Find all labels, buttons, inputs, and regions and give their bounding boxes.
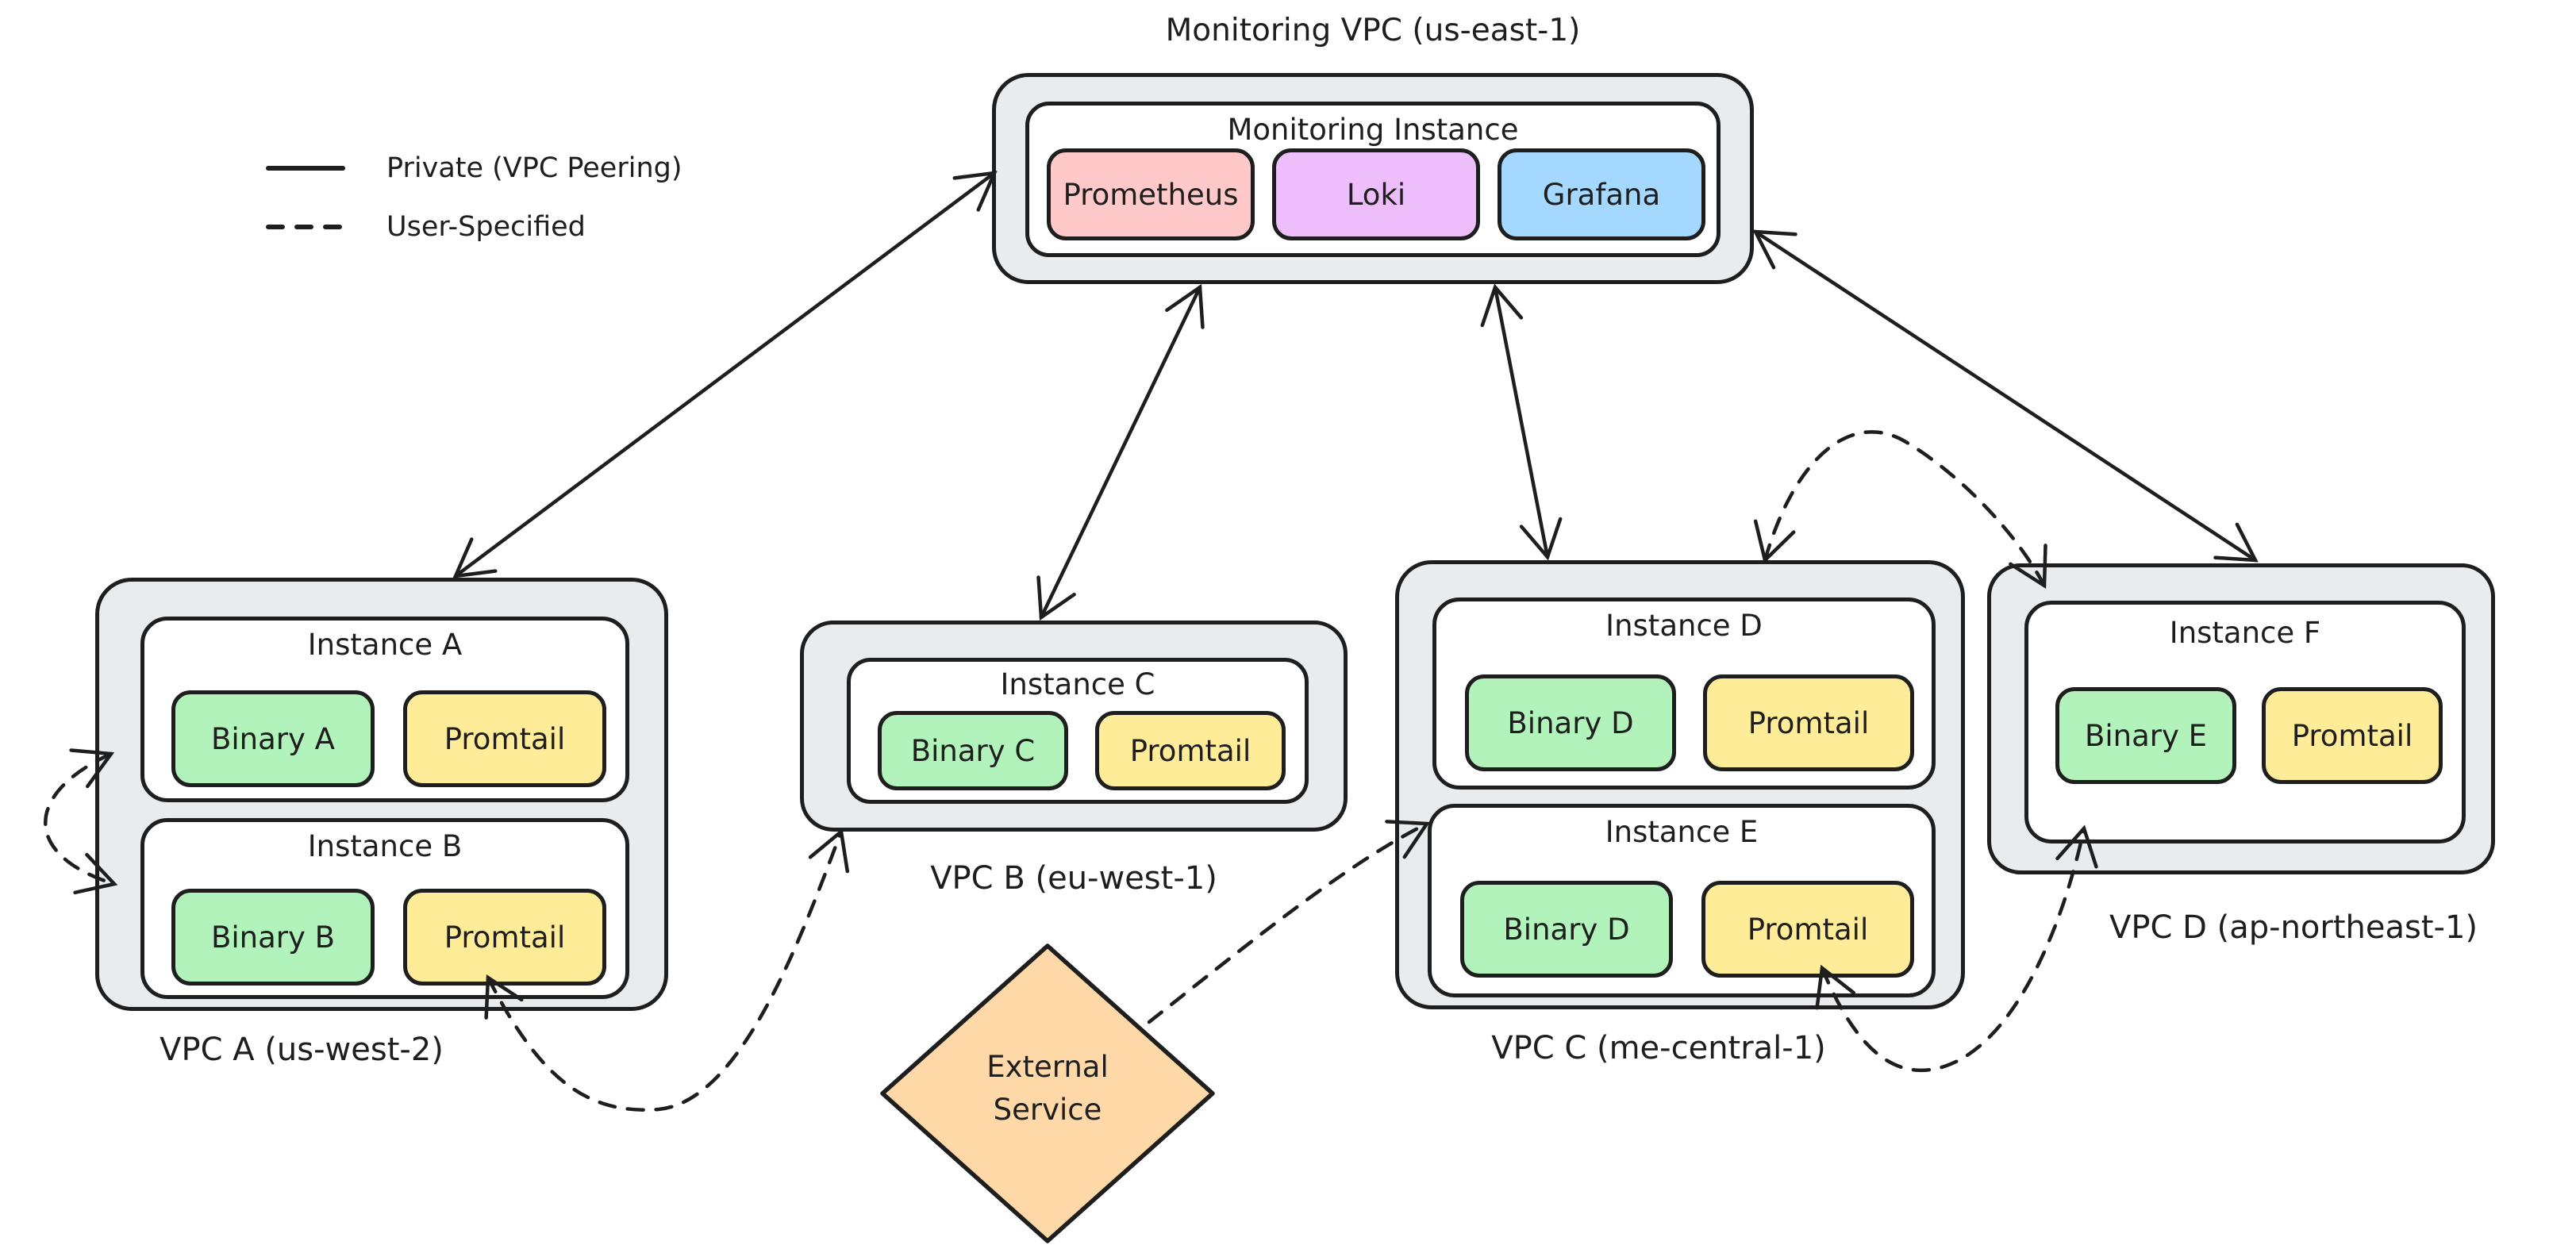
component-grafana-label: Grafana <box>1542 177 1661 212</box>
component-promtail-a: Promtail <box>403 690 606 787</box>
component-promtail-f-label: Promtail <box>2291 718 2413 753</box>
component-binary-d: Binary D <box>1465 674 1676 771</box>
instance-b-label: Instance B <box>307 829 463 863</box>
vpc-d-box: Instance F Binary E Promtail <box>1987 563 2495 874</box>
vpc-a-label: VPC A (us-west-2) <box>160 1032 444 1068</box>
instance-a-box: Instance A Binary A Promtail <box>140 617 629 802</box>
component-binary-b: Binary B <box>171 889 375 986</box>
instance-d-label: Instance D <box>1605 609 1763 643</box>
instance-d-box: Instance D Binary D Promtail <box>1432 598 1936 790</box>
instance-c-label: Instance C <box>1000 667 1155 701</box>
monitoring-instance-box: Monitoring Instance Prometheus Loki Graf… <box>1025 102 1721 257</box>
component-grafana: Grafana <box>1498 148 1705 240</box>
component-prometheus: Prometheus <box>1047 148 1255 240</box>
component-promtail-c: Promtail <box>1095 711 1286 790</box>
component-binary-a: Binary A <box>171 690 375 787</box>
component-binary-b-label: Binary B <box>210 920 336 955</box>
external-service-label-line2: Service <box>993 1093 1102 1127</box>
component-binary-c-label: Binary C <box>910 733 1036 768</box>
dashed-line-icon <box>266 225 345 229</box>
monitoring-vpc-box: Monitoring Instance Prometheus Loki Graf… <box>992 73 1754 284</box>
component-prometheus-label: Prometheus <box>1063 177 1239 212</box>
component-promtail-c-label: Promtail <box>1129 733 1251 768</box>
monitoring-vpc-title: Monitoring VPC (us-east-1) <box>1165 13 1581 48</box>
instance-f-box: Instance F Binary E Promtail <box>2024 601 2466 843</box>
vpc-d-label: VPC D (ap-northeast-1) <box>2109 909 2478 946</box>
component-promtail-f: Promtail <box>2262 687 2443 784</box>
component-loki: Loki <box>1272 148 1480 240</box>
component-binary-d-label: Binary D <box>1507 705 1634 740</box>
component-loki-label: Loki <box>1346 177 1406 212</box>
component-binary-e-slot-label: Binary D <box>1503 912 1630 947</box>
instance-c-box: Instance C Binary C Promtail <box>847 658 1309 804</box>
component-promtail-d-label: Promtail <box>1747 705 1870 740</box>
component-binary-f: Binary E <box>2055 687 2236 784</box>
instance-a-label: Instance A <box>307 628 463 662</box>
component-promtail-d: Promtail <box>1703 674 1914 771</box>
component-binary-a-label: Binary A <box>211 721 335 756</box>
component-binary-e-slot: Binary D <box>1460 881 1673 978</box>
instance-e-label: Instance E <box>1605 815 1759 849</box>
diamond-icon <box>880 943 1215 1243</box>
component-binary-f-label: Binary E <box>2084 718 2208 753</box>
solid-line-icon <box>266 166 345 171</box>
vpc-b-box: Instance C Binary C Promtail <box>800 621 1348 832</box>
component-promtail-a-label: Promtail <box>444 721 566 756</box>
external-service-label-line1: External <box>986 1050 1109 1084</box>
monitoring-instance-label: Monitoring Instance <box>1227 113 1519 147</box>
vpc-c-label: VPC C (me-central-1) <box>1491 1030 1826 1066</box>
external-service-label: External Service <box>929 1046 1167 1132</box>
component-binary-c: Binary C <box>878 711 1068 790</box>
instance-f-label: Instance F <box>2169 616 2321 650</box>
